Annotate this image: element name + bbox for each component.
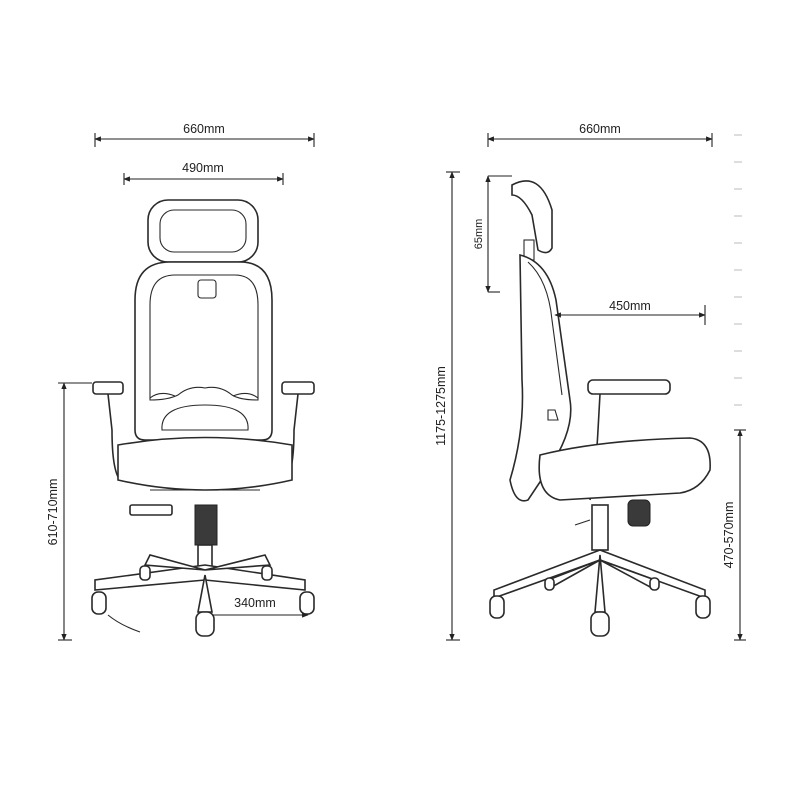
- seat-height-label: 470-570mm: [722, 502, 736, 569]
- side-depth-dimension: 660mm: [487, 122, 713, 147]
- base-radius-label: 340mm: [234, 596, 276, 610]
- base-radius-dimension: 340mm: [212, 596, 309, 618]
- total-height-label: 1175-1275mm: [434, 366, 448, 446]
- headrest-adjust-label: 65mm: [473, 219, 485, 250]
- ruler-ticks: [734, 134, 742, 406]
- side-overall-depth-label: 660mm: [579, 122, 621, 136]
- backrest-width-label: 490mm: [182, 161, 224, 175]
- seat-depth-dimension: 450mm: [554, 299, 706, 325]
- front-view-chair: [91, 199, 315, 637]
- armrest-height-dimension: 610-710mm: [46, 382, 92, 641]
- seat-depth-label: 450mm: [609, 299, 651, 313]
- headrest-adjust-dimension: 65mm: [473, 175, 512, 293]
- front-backrest-dimension: 490mm: [123, 161, 284, 185]
- side-view-chair: [489, 180, 711, 637]
- seat-height-dimension: 470-570mm: [722, 429, 746, 641]
- front-overall-width-label: 660mm: [183, 122, 225, 136]
- total-height-dimension: 1175-1275mm: [434, 171, 460, 641]
- armrest-height-label: 610-710mm: [46, 479, 60, 546]
- front-width-dimension: 660mm: [94, 122, 315, 147]
